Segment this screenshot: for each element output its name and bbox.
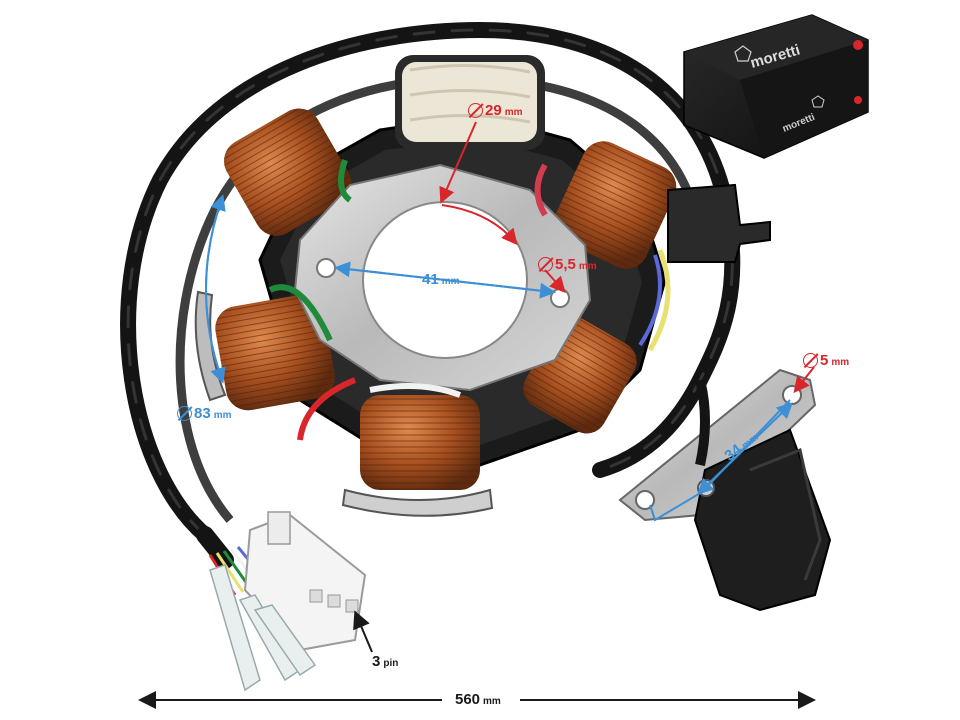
side-connector [667, 183, 771, 263]
stator-coils [194, 108, 677, 517]
moretti-box [683, 14, 869, 159]
diameter-symbol-icon [538, 257, 553, 272]
pickup-sensor [618, 368, 832, 612]
coil-top-left [224, 108, 352, 236]
center-mount-plate [293, 163, 592, 392]
coil-bottom [360, 395, 480, 490]
diameter-symbol-icon [468, 103, 483, 118]
bullet-terminals [209, 564, 317, 692]
lead-wires [268, 159, 671, 441]
diameter-symbol-icon [177, 406, 192, 421]
coil-top-right [553, 141, 677, 269]
diameter-symbol-icon [803, 353, 818, 368]
dimension-lines [138, 121, 816, 709]
coil-left [215, 294, 335, 411]
charging-coil [395, 55, 545, 150]
wiring-harness-loop [120, 21, 741, 543]
